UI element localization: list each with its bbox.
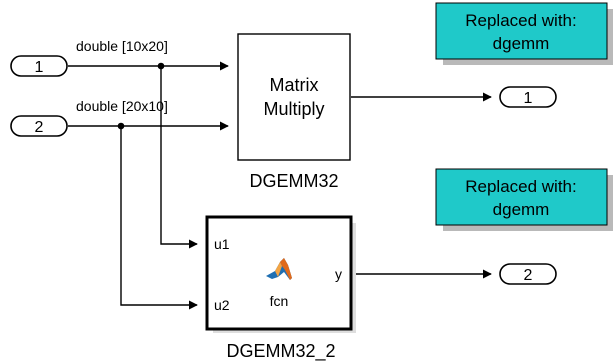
matrix-multiply-line2: Multiply	[263, 99, 324, 119]
fcn-port-u1: u1	[214, 236, 230, 252]
branch-point-in2	[117, 122, 125, 130]
branch-point-in1	[157, 62, 165, 70]
outport-1-number: 1	[524, 90, 533, 107]
signal-lines	[68, 61, 492, 310]
outport-2[interactable]: 2	[499, 263, 557, 285]
matlab-membrane-icon	[266, 258, 292, 280]
fcn-port-y: y	[335, 266, 342, 282]
matlab-function-block[interactable]: u1 u2 y fcn	[205, 215, 356, 333]
fcn-label: fcn	[270, 293, 289, 309]
inport-1-number: 1	[35, 59, 44, 76]
matrix-multiply-block-name[interactable]: DGEMM32	[249, 171, 338, 191]
signal-line-in1-u1[interactable]	[160, 66, 198, 249]
outport-2-number: 2	[524, 267, 533, 284]
annotation-2-line2: dgemm	[493, 200, 550, 219]
annotation-replaced-2[interactable]: Replaced with: dgemm	[435, 168, 613, 231]
matrix-multiply-block[interactable]: Matrix Multiply	[237, 33, 351, 161]
inport-2-number: 2	[35, 119, 44, 136]
matrix-multiply-line1: Matrix	[270, 75, 319, 95]
signal-label-in2: double [20x10]	[76, 98, 168, 114]
annotation-replaced-1[interactable]: Replaced with: dgemm	[435, 2, 613, 65]
inport-2[interactable]: 2	[10, 115, 68, 137]
annotation-2-line1: Replaced with:	[465, 177, 577, 196]
outport-1[interactable]: 1	[499, 86, 557, 108]
annotation-1-line2: dgemm	[493, 34, 550, 53]
signal-label-in1: double [10x20]	[76, 38, 168, 54]
fcn-port-u2: u2	[214, 297, 230, 313]
matlab-function-block-name[interactable]: DGEMM32_2	[226, 341, 335, 362]
inport-1[interactable]: 1	[10, 55, 68, 77]
annotation-1-line1: Replaced with:	[465, 11, 577, 30]
signal-line-in2-u2[interactable]	[120, 126, 198, 310]
